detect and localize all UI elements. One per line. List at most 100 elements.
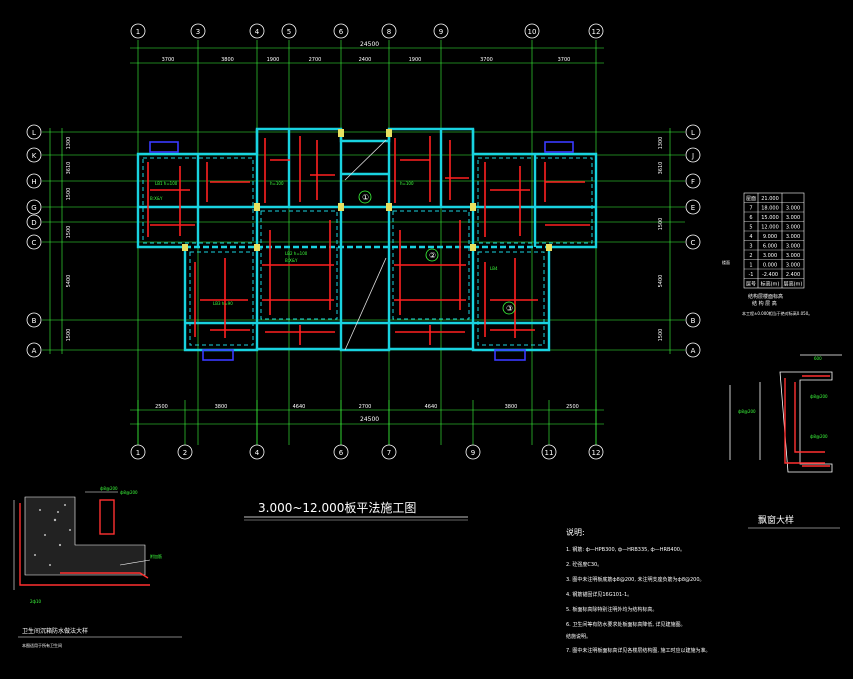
axis-bubble-top	[281, 23, 297, 39]
axis-label-bottom: 2	[183, 449, 187, 457]
axis-label-top: 1	[136, 28, 140, 36]
table-side-label: 楼面	[722, 259, 730, 265]
note-2: 2. 砼强度C30。	[566, 561, 602, 568]
axis-label-top: 8	[387, 28, 391, 36]
axis-bubble-left	[26, 124, 42, 140]
table-cell-elevation: 12.000	[761, 224, 779, 230]
axis-label-right: C	[691, 239, 696, 247]
axis-label-bottom: 9	[471, 449, 475, 457]
right-dim: 3610	[658, 162, 664, 175]
top-dim: 1900	[409, 57, 422, 63]
axis-label-top: 10	[528, 28, 537, 36]
axis-label-left: L	[32, 129, 36, 137]
axis-label-right: F	[691, 178, 695, 186]
bottom-dim: 2500	[155, 404, 168, 410]
bay-window-detail-title: 飘窗大样	[758, 514, 794, 526]
axis-label-top: 6	[339, 28, 344, 36]
bottom-dim: 4640	[425, 404, 438, 410]
axis-label-top: 3	[196, 28, 200, 36]
table-cell-level: 2	[749, 253, 752, 259]
axis-bubble-top	[130, 23, 146, 39]
top-dim: 3700	[558, 57, 571, 63]
table-cell-level: 5	[749, 224, 752, 230]
table-cell-level: 4	[749, 234, 752, 240]
axis-bubble-top	[524, 23, 540, 39]
axis-bubble-top	[381, 23, 397, 39]
left-dim: 1500	[66, 329, 72, 342]
top-dim: 1900	[267, 57, 280, 63]
axis-label-left: B	[32, 317, 37, 325]
notes-heading: 说明:	[566, 527, 585, 537]
table-cell-elevation: 标高(m)	[761, 280, 780, 287]
right-dim: 5400	[658, 275, 664, 288]
room-tag-3: ③	[506, 304, 513, 313]
right-dim: 1500	[658, 329, 664, 342]
axis-label-left: C	[32, 239, 37, 247]
svg-text:ф8@200: ф8@200	[810, 434, 828, 439]
axis-bubble-left	[26, 147, 42, 163]
table-cell-height: 3.000	[786, 215, 800, 221]
axis-bubble-left	[26, 312, 42, 328]
table-cell-height: 层高(m)	[784, 280, 803, 287]
left-dim: 3610	[66, 162, 72, 175]
columns	[182, 129, 552, 251]
axis-label-bottom: 6	[339, 449, 344, 457]
table-cell-level: 层号	[746, 281, 756, 287]
note-6b: 结施说明。	[566, 633, 591, 640]
bay-windows	[149, 141, 574, 361]
svg-text:ф8@200: ф8@200	[810, 394, 828, 399]
table-cell-elevation: 0.000	[763, 262, 777, 268]
svg-text:LB4: LB4	[490, 266, 498, 271]
axis-label-bottom: 11	[545, 449, 554, 457]
axis-label-bottom: 7	[387, 449, 391, 457]
toilet-detail-note: 本图适用于所有卫生间	[22, 642, 62, 648]
table-cell-elevation: 18.000	[761, 205, 779, 211]
axis-bubble-bottom	[465, 444, 481, 460]
table-cell-height: 3.000	[786, 253, 800, 259]
stair-lines	[344, 139, 387, 351]
bottom-dim: 3800	[215, 404, 228, 410]
axis-bubble-top	[249, 23, 265, 39]
svg-text:2ф10: 2ф10	[30, 599, 42, 604]
top-dim: 3700	[162, 57, 175, 63]
general-notes: 说明: 1. 钢筋: ф—HPB300, ф—HRB335, ф—HRB400。…	[566, 527, 711, 654]
svg-text:B:X&Y: B:X&Y	[150, 196, 163, 201]
axis-label-left: A	[32, 347, 37, 355]
svg-text:h=100: h=100	[400, 181, 414, 186]
axis-bubble-bottom	[381, 444, 397, 460]
table-cell-level: 7	[749, 205, 752, 211]
axis-bubble-left	[26, 234, 42, 250]
table-cell-level: 3	[749, 243, 752, 249]
left-dim: 5400	[66, 275, 72, 288]
toilet-detail-title: 卫生间沉箱防水做法大样	[22, 627, 88, 635]
axis-bubble-right	[685, 173, 701, 189]
svg-text:附加筋: 附加筋	[150, 553, 162, 559]
svg-text:ф8@200: ф8@200	[120, 490, 138, 495]
right-dim: 1500	[658, 218, 664, 231]
room-tag-2: ②	[429, 251, 436, 260]
table-cell-level: 屋面	[746, 196, 756, 202]
table-cell-elevation: 21.000	[761, 196, 779, 202]
svg-text:ф8@200: ф8@200	[100, 486, 118, 491]
axis-bubble-top	[190, 23, 206, 39]
axis-label-right: A	[691, 347, 696, 355]
table-caption: 结构层楼面标高	[748, 293, 783, 300]
left-dim: 1500	[66, 188, 72, 201]
axis-bubble-top	[433, 23, 449, 39]
axis-bubble-right	[685, 342, 701, 358]
axis-label-right: J	[691, 152, 694, 160]
axis-bubble-bottom	[177, 444, 193, 460]
toilet-section-detail: ф8@200 2ф10 附加筋 ф8@200 卫生间沉箱防水做法大样 本图适用于所有…	[13, 486, 182, 648]
left-dim: 1300	[66, 137, 72, 150]
reinforcement-bars	[147, 136, 590, 345]
svg-text:B:X&Y: B:X&Y	[285, 258, 298, 263]
right-dim: 1300	[658, 137, 664, 150]
axis-label-left: K	[32, 152, 37, 160]
axis-label-top: 9	[439, 28, 443, 36]
overall-dim-bottom: 24500	[360, 416, 379, 423]
axis-bubble-bottom	[541, 444, 557, 460]
